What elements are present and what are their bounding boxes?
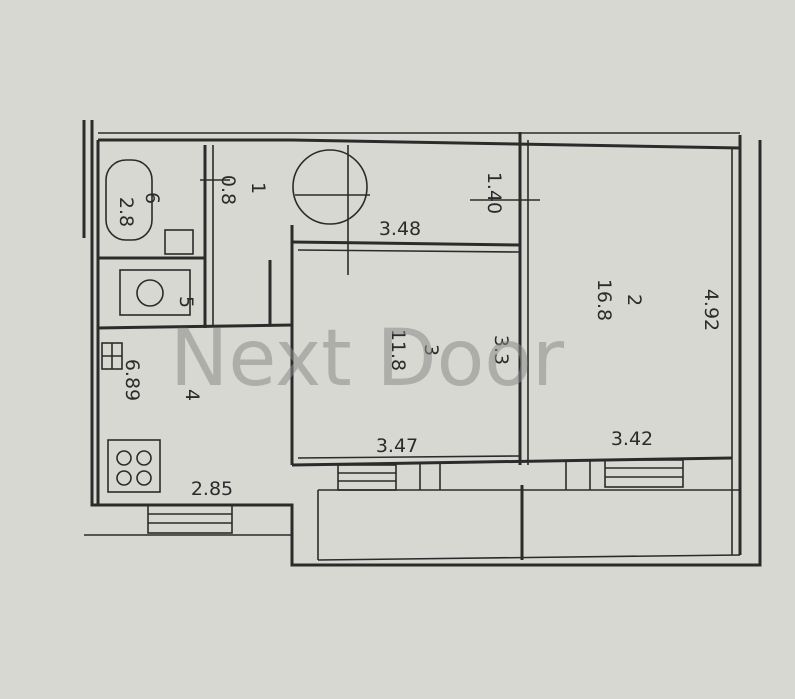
room-label-bathroom-number: 6 [141,192,163,204]
room-label-kitchen-number: 4 [181,389,203,401]
room-label-room2-number: 2 [623,294,645,306]
windows [147,459,684,534]
dim-kitchen-width: 2.85 [191,478,233,500]
room-label-hallway-number: 1 [247,182,269,194]
room-label-room3-number: 3 [420,344,442,356]
dim-corridor: 1.40 [483,172,505,214]
dim-room2-width: 3.42 [611,428,653,450]
room-label-bathroom-area: 2.8 [115,197,137,227]
interior-walls [96,132,733,505]
toilet-icon [119,269,191,316]
sink-icon [164,229,194,255]
room-label-hallway-area: 0.8 [217,175,239,205]
room-labels: 2.8 6 0.8 1 5 6.89 4 11.8 3 16.8 2 [115,175,645,401]
dim-hall-length: 3.48 [379,218,421,240]
dimension-labels: 3.48 1.40 3.47 3.42 4.92 2.85 3.3 [191,172,722,500]
dim-room2-length: 4.92 [700,289,722,331]
room-label-kitchen-area: 6.89 [121,359,143,401]
round-column [292,149,368,225]
room-label-room2-area: 16.8 [593,279,615,321]
dim-room3-width: 3.47 [376,435,418,457]
stove-icon [107,439,161,493]
room-label-toilet-number: 5 [175,296,197,308]
watermark-text: Next Door [170,314,565,404]
room-label-room3-area: 11.8 [387,329,409,371]
fixtures [101,145,540,493]
dim-room3-length: 3.3 [490,335,512,365]
bathtub-icon [105,159,153,241]
